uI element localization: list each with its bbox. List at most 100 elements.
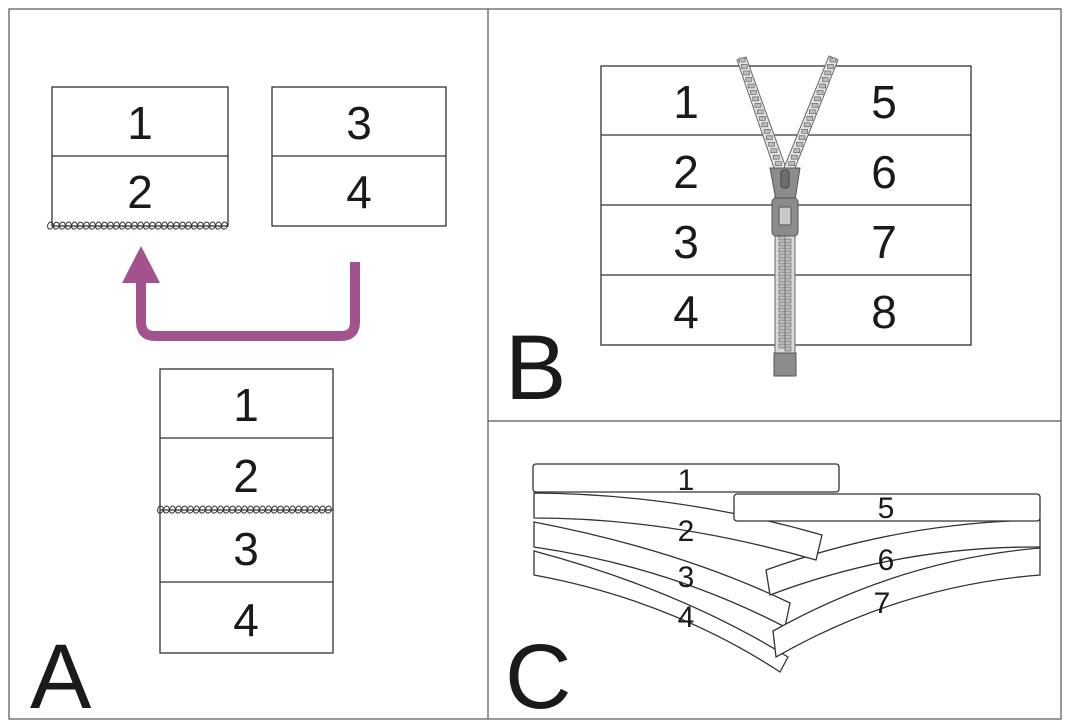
zipper-tooth <box>750 90 757 95</box>
zipper-tooth <box>778 277 786 283</box>
zipper-tooth <box>778 241 786 247</box>
strip <box>533 492 823 561</box>
zipper-tooth <box>763 128 771 134</box>
zipper-slider-link <box>780 169 790 189</box>
zipper-tooth <box>790 154 798 160</box>
strip-number: 5 <box>878 492 895 525</box>
zipper-tooth <box>784 298 792 304</box>
zipper-teeth <box>738 57 837 166</box>
zipper-tooth <box>772 154 780 160</box>
zipper-tooth <box>778 271 786 277</box>
zipper-tooth <box>784 268 792 274</box>
zipper-tooth <box>784 256 792 262</box>
zipper-tooth <box>784 334 792 340</box>
zipper-tooth <box>743 70 750 76</box>
zipper-tooth <box>827 64 834 69</box>
cell-number: 3 <box>346 97 372 149</box>
arrow-shaft <box>136 262 360 341</box>
zipper-tooth <box>816 90 824 95</box>
cell-number: 4 <box>346 166 372 218</box>
zipper-pull-hole <box>778 206 792 226</box>
panel-letter-c: C <box>505 626 571 722</box>
stitch-seam <box>47 221 228 230</box>
cell-number: 4 <box>233 594 259 646</box>
zipper-tooth <box>775 161 782 166</box>
zipper-tooth <box>784 310 792 316</box>
zipper-tooth <box>819 83 826 89</box>
zipper-tooth <box>784 340 792 346</box>
strip-number: 6 <box>878 544 895 577</box>
panel-letter-b: B <box>505 317 566 419</box>
zipper-tooth <box>784 274 792 280</box>
zipper-tooth <box>784 250 792 256</box>
strip-number: 7 <box>874 587 891 620</box>
panel-a-top-left-block: 1 2 <box>47 86 229 230</box>
zipper-tooth <box>778 289 786 295</box>
stitch-loops <box>157 505 332 514</box>
zipper-tooth <box>814 96 821 102</box>
zipper-tooth <box>778 343 786 349</box>
cell-number: 1 <box>673 76 699 128</box>
zipper-tooth <box>778 325 786 331</box>
strip <box>772 547 1041 659</box>
cell-number: 5 <box>871 76 897 128</box>
zipper-tooth <box>784 292 792 298</box>
zipper-tooth <box>784 322 792 328</box>
zipper-tooth <box>768 141 775 147</box>
zipper-tooth <box>759 116 766 121</box>
zipper-tooth <box>778 301 786 307</box>
panel-b: 1 2 3 4 5 6 7 8 B <box>505 55 972 419</box>
move-arrow <box>122 246 360 341</box>
strip <box>532 463 840 493</box>
zipper-tooth <box>778 313 786 319</box>
zipper-tooth <box>793 148 801 154</box>
cell-number: 8 <box>871 286 897 338</box>
zipper-tooth <box>778 295 786 301</box>
zipper-tooth <box>778 307 786 313</box>
arrow-head <box>122 246 160 283</box>
stitch-loops <box>47 221 228 230</box>
zipper-tooth <box>829 57 837 63</box>
panel-a-top-right-block: 3 4 <box>271 86 447 227</box>
zipper-tooth <box>824 70 832 76</box>
strip-number: 3 <box>678 561 695 594</box>
strip-number: 1 <box>678 464 695 497</box>
figure-frame <box>8 8 1062 720</box>
panel-letter-a: A <box>30 626 92 722</box>
zipper-tooth <box>798 135 806 141</box>
zipper-tooth <box>738 57 746 63</box>
strip-number: 4 <box>678 601 695 634</box>
zipper-tooth <box>784 244 792 250</box>
zipper-tooth <box>770 148 778 154</box>
zipper-tooth <box>784 280 792 286</box>
zipper-tooth <box>821 77 829 82</box>
panel-a-bottom-block: 1 2 3 4 <box>157 368 334 654</box>
zipper-tooth <box>745 77 753 82</box>
strip <box>733 493 1041 522</box>
cell-number: 2 <box>127 166 153 218</box>
zipper-tooth <box>778 319 786 325</box>
zipper-tooth <box>778 253 786 259</box>
zipper-tooth <box>778 337 786 343</box>
zipper-tooth <box>784 328 792 334</box>
zipper-tooth <box>801 128 808 134</box>
zipper-tooth <box>778 265 786 271</box>
cell-number: 3 <box>673 216 699 268</box>
zipper-tooth <box>788 161 796 166</box>
zipper-bottom-stop <box>773 352 797 377</box>
zipper-tooth <box>803 122 811 128</box>
zipper-tooth <box>784 316 792 322</box>
zipper-closed-teeth <box>778 235 792 352</box>
zipper-tooth <box>778 331 786 337</box>
cell-number: 1 <box>127 97 153 149</box>
zipper-tooth <box>796 141 803 147</box>
zipper-tooth <box>778 235 786 241</box>
cell-number: 3 <box>233 523 259 575</box>
panel-c: 1 2 3 4 5 6 7 C <box>505 463 1041 727</box>
stitch-seam <box>157 505 332 514</box>
strip <box>765 519 1041 596</box>
zipper-tooth <box>811 103 819 108</box>
cell-number: 2 <box>233 450 259 502</box>
